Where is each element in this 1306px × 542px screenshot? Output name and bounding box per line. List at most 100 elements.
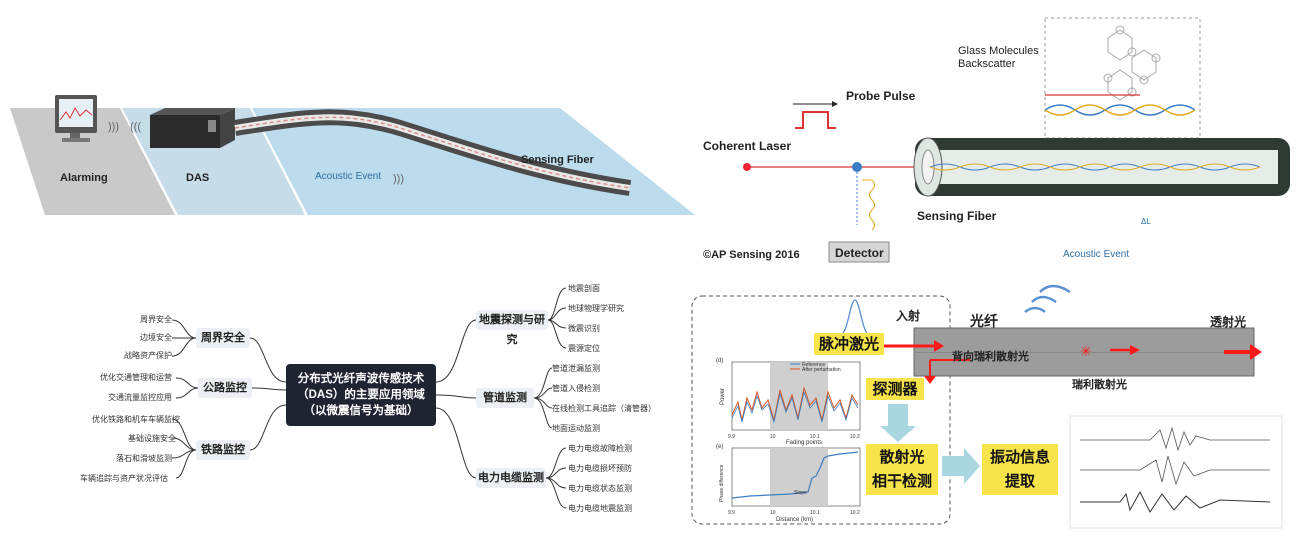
label-fiber: 光纤 [969,313,998,329]
y-axis-label: Phase difference [719,464,725,502]
box-vibration-extraction: 振动信息 提取 [982,444,1058,495]
x-tick: 9.9 [728,510,735,516]
coupler [852,162,862,172]
box-line: 相干检测 [871,472,932,490]
label-acoustic-event: Acoustic Event [315,171,381,182]
label-incident: 入射 [896,308,920,323]
arrow-right-icon [832,101,838,107]
label-rayleigh: 瑞利散射光 [1072,377,1127,391]
arrow-down-icon [924,376,936,384]
leaf-item: 周界安全 [140,315,172,324]
arrow-right-icon [1130,345,1140,355]
label-delta-l: ΔL [1141,217,1151,226]
label-glass-molecules: Glass Molecules [958,45,1039,57]
category-highway: 公路监控 [198,378,252,398]
box-coherent-detection: 散射光 相干检测 [866,444,938,495]
y-axis-label: Power [720,388,726,405]
leaf-item: 地震剖面 [568,284,600,293]
leaf-item: 电力电缆损坏预防 [568,464,632,473]
x-tick: 10.1 [810,434,820,440]
leaf-item: 地面运动监测 [552,424,600,433]
zoom-box [1044,17,1201,139]
legend-item: Reference [802,362,825,368]
label-alarming: Alarming [60,172,108,184]
wifi-icon: ((( [130,121,141,133]
leaf-item: 车辆追踪与资产状况评估 [80,474,168,483]
scatter-burst-icon: ✳ [1080,343,1092,359]
molecules-icon [1103,25,1161,101]
arrow-right-icon [1250,344,1262,360]
alarming-panel [10,108,175,215]
center-line: （以微震信号为基础） [303,405,419,417]
panel-label: (d) [716,358,723,364]
leaf-item: 管道入侵检测 [552,384,600,393]
leaf-item: 基础设施安全 [128,434,176,443]
category-pipeline: 管道监测 [476,388,534,408]
leaf-item: 边境安全 [140,333,172,342]
pulse-shape [839,299,871,336]
leaf-item: 管道泄漏监测 [552,364,600,373]
label-backscatter: 背向瑞利散射光 [952,349,1029,363]
acoustic-icon: ))) [393,173,404,185]
das-illustration: ))) ((( ))) Alarming DAS Acoustic Event … [10,95,695,215]
label-transmitted: 透射光 [1210,314,1246,329]
wifi-icon: ))) [108,121,119,133]
leaf-item: 电力电缆故障检测 [568,444,632,453]
leaf-item: 交通流量监控应用 [108,393,172,402]
annotation: Fading points [786,440,822,446]
center-line: 分布式光纤声波传感技术 [297,373,425,385]
arrow-right-icon [934,340,944,352]
wave-icon [1024,306,1046,314]
label-acoustic-event: Acoustic Event [1063,249,1129,260]
leaf-item: 震源定位 [568,344,600,353]
pulse-shape [795,111,836,129]
label-detector: Detector [835,246,884,260]
leaf-item: 在线检测工具追踪（清管器） [552,404,656,413]
mindmap-center: 分布式光纤声波传感技术 （DAS）的主要应用领域 （以微震信号为基础） [286,364,436,426]
x-tick: 10.2 [850,510,860,516]
leaf-item: 优化铁路和机车车辆监控 [92,415,180,424]
x-tick: 9.9 [728,434,735,440]
x-tick: 10.1 [810,510,820,516]
fiber-panel [252,108,695,215]
leaf-item: 电力电缆地震监测 [568,504,632,513]
panel-label: (e) [716,444,723,450]
x-tick: 10.2 [850,434,860,440]
box-line: 振动信息 [989,448,1050,466]
laser-source [743,163,751,171]
mindmap-lines [171,287,567,509]
label-probe-pulse: Probe Pulse [846,89,916,103]
waveform-panel [1069,415,1283,529]
center-line: （DAS）的主要应用领域 [297,389,425,401]
label-coherent-laser: Coherent Laser [703,139,791,153]
category-railway: 铁路监控 [196,440,250,460]
legend-item: After perturbation [802,367,841,373]
laser-schematic: Glass Molecules Backscatter Probe Pulse … [703,17,1290,263]
x-axis-label: Distance (km) [776,517,813,523]
label-sensing-fiber: Sensing Fiber [917,209,997,223]
leaf-item: 优化交通管理和运营 [100,373,172,382]
das-unit [150,108,235,148]
leaf-item: 地球物理学研究 [568,304,624,313]
flow-arrow-down [880,404,916,442]
category-perimeter: 周界安全 [196,328,250,348]
leaf-item: 战略资产保护 [124,351,172,360]
category-power-cable: 电力电缆监测 [476,468,546,488]
x-tick: 10 [770,434,776,440]
box-pulse-laser: 脉冲激光 [814,333,884,355]
monitor-icon [55,95,97,142]
annotation: Slope [794,490,807,496]
principle-diagram: Reference After perturbation (d) Power 9… [691,284,1283,529]
label-das: DAS [186,172,209,184]
label-backscatter: Backscatter [958,58,1016,70]
box-line: 提取 [1004,472,1035,490]
leaf-item: 微震识别 [568,324,600,333]
leaf-item: 落石和滑坡监测 [116,454,172,463]
x-tick: 10 [770,510,776,516]
label-copyright: ©AP Sensing 2016 [703,249,800,261]
leaf-item: 电力电缆状态监测 [568,484,632,493]
label-sensing-fiber: Sensing Fiber [521,154,594,166]
detector-box [828,241,890,263]
box-line: 散射光 [879,448,925,466]
box-detector: 探测器 [866,378,924,400]
